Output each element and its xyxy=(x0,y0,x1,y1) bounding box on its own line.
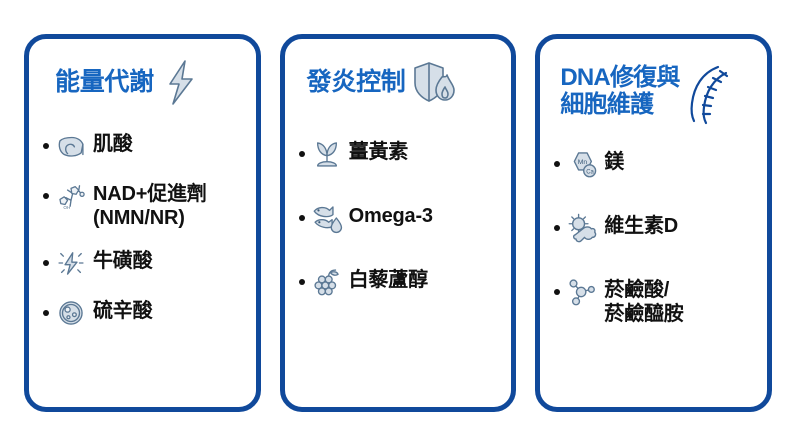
bullet-dot xyxy=(43,143,49,149)
flexed-biceps-icon xyxy=(58,136,84,157)
item-label: 維生素D xyxy=(604,215,678,237)
card-inflammation-control: 發炎控制 薑黃素 xyxy=(279,34,517,412)
item-label: 牛磺酸 xyxy=(93,250,153,273)
bullet-list: 肌酸 OH NAD+促進劑 (NMN/NR) xyxy=(43,129,246,330)
bullet-dot xyxy=(298,279,305,285)
list-item: 薑黃素 xyxy=(298,137,502,171)
svg-text:OH: OH xyxy=(63,205,70,210)
list-item: Omega-3 xyxy=(298,201,502,235)
shield-flame-icon xyxy=(414,62,456,102)
list-item: 牛磺酸 xyxy=(43,246,246,280)
fish-oil-drop-icon xyxy=(313,206,342,234)
item-label: Omega-3 xyxy=(348,205,433,227)
sun-bone-icon xyxy=(568,213,597,243)
grapes-icon xyxy=(314,269,339,296)
list-item: 白藜蘆醇 xyxy=(298,265,502,299)
item-label: NAD+促進劑 (NMN/NR) xyxy=(93,183,207,229)
item-label: 菸鹼酸/ 菸鹼醯胺 xyxy=(604,279,684,325)
card-header: DNA修復與 細胞維護 xyxy=(554,57,757,127)
energy-spark-icon xyxy=(58,252,84,275)
card-header: 發炎控制 xyxy=(299,57,502,107)
card-energy-metabolism: 能量代謝 肌酸 xyxy=(24,34,261,412)
bullet-dot xyxy=(43,193,49,199)
card-header: 能量代謝 xyxy=(43,57,246,107)
card-title: 能量代謝 xyxy=(55,68,154,96)
lightning-bolt-icon xyxy=(169,60,193,105)
list-item: 維生素D xyxy=(554,211,757,245)
mineral-hexagon-icon: Mn Ca xyxy=(574,152,597,178)
item-label: 硫辛酸 xyxy=(93,300,153,323)
molecule-nad-icon: OH xyxy=(59,185,85,210)
dna-helix-icon xyxy=(690,65,728,125)
bullet-list: 薑黃素 Omega-3 xyxy=(298,137,502,299)
list-item: 肌酸 xyxy=(43,129,246,163)
list-item: 菸鹼酸/ 菸鹼醯胺 xyxy=(554,275,757,326)
list-item: 硫辛酸 xyxy=(43,296,246,330)
bullet-dot xyxy=(298,215,305,221)
card-title: 發炎控制 xyxy=(306,68,406,96)
item-label: 鎂 xyxy=(604,151,625,173)
card-title: DNA修復與 細胞維護 xyxy=(560,64,680,118)
item-label: 肌酸 xyxy=(93,133,133,155)
svg-text:Mn: Mn xyxy=(578,159,588,166)
bullet-dot xyxy=(298,151,305,157)
bullet-dot xyxy=(554,289,561,295)
item-label: 薑黃素 xyxy=(348,141,409,163)
sprout-plant-icon xyxy=(316,142,337,167)
cell-mitochondria-icon xyxy=(59,301,83,325)
svg-text:Ca: Ca xyxy=(587,169,595,175)
list-item: OH NAD+促進劑 (NMN/NR) xyxy=(43,179,246,230)
bullet-dot xyxy=(43,310,49,317)
bullet-list: Mn Ca 鎂 維生素D xyxy=(554,147,757,326)
bullet-dot xyxy=(554,161,561,167)
bullet-dot xyxy=(554,225,561,231)
item-label: 白藜蘆醇 xyxy=(348,269,428,291)
card-dna-repair-cell-maintenance: DNA修復與 細胞維護 Mn Ca 鎂 xyxy=(535,34,773,412)
bullet-dot xyxy=(43,260,49,267)
molecule-nodes-icon xyxy=(569,279,596,306)
list-item: Mn Ca 鎂 xyxy=(554,147,757,181)
